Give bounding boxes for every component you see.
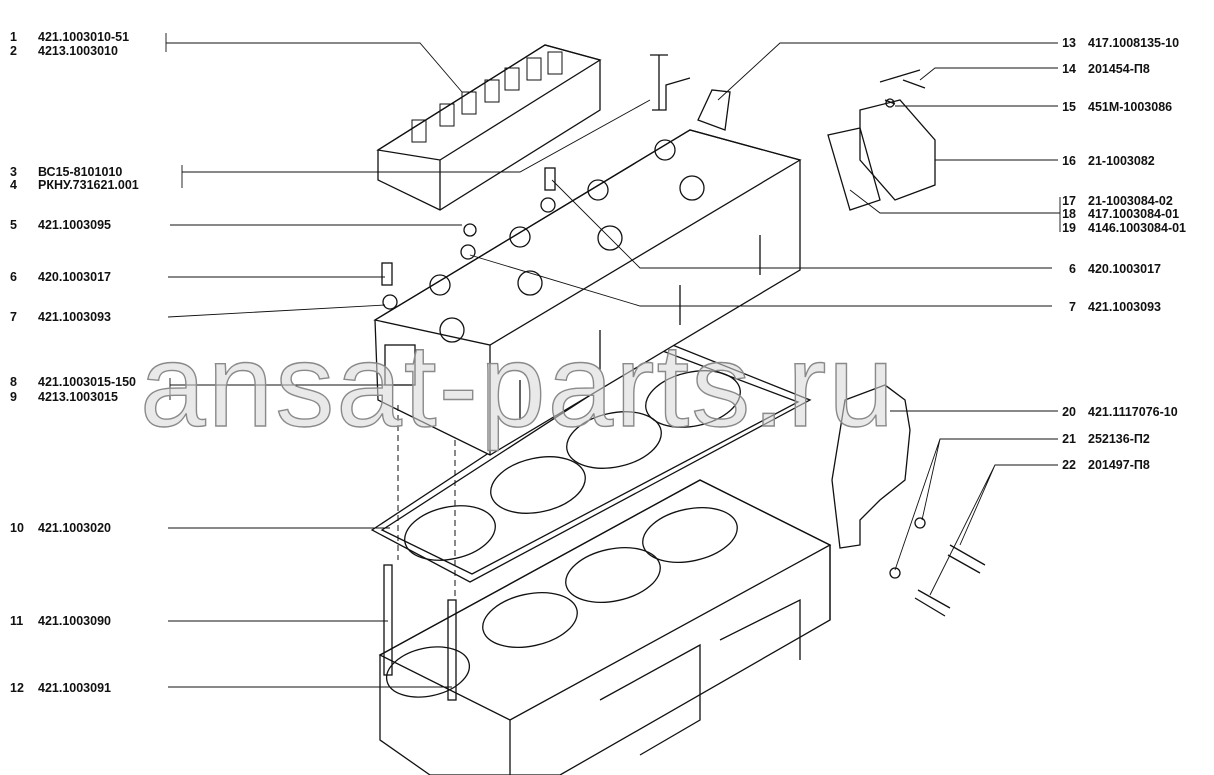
callout-left-2: 2 4213.1003010 [10, 44, 118, 58]
callout-right-4: 16 21-1003082 [1050, 154, 1155, 168]
callout-right-11: 21 252136-П2 [1050, 432, 1150, 446]
callout-left-7: 7 421.1003093 [10, 310, 111, 324]
part-number: 21-1003084-02 [1088, 194, 1173, 208]
callout-right-5: 17 21-1003084-02 [1050, 194, 1173, 208]
lifting-bracket [697, 89, 731, 131]
part-number: 421.1003095 [38, 218, 111, 232]
heater-tap [650, 54, 691, 111]
callout-number: 7 [10, 310, 17, 324]
part-number: 420.1003017 [38, 270, 111, 284]
callout-number: 10 [10, 521, 24, 535]
callout-left-1: 1 421.1003010-51 [10, 30, 129, 44]
callout-right-10: 20 421.1117076-10 [1050, 405, 1178, 419]
part-number: 421.1003091 [38, 681, 111, 695]
callout-number: 16 [1062, 154, 1076, 168]
part-number: 4213.1003010 [38, 44, 118, 58]
callout-number: 15 [1062, 100, 1076, 114]
part-number: 421.1117076-10 [1088, 405, 1178, 419]
part-number: 421.1003020 [38, 521, 111, 535]
callout-number: 18 [1062, 207, 1076, 221]
part-number: 420.1003017 [1088, 262, 1161, 276]
callout-number: 9 [10, 390, 17, 404]
callout-number: 6 [1069, 262, 1076, 276]
part-number: 21-1003082 [1088, 154, 1155, 168]
callout-number: 21 [1062, 432, 1076, 446]
part-number: 421.1003093 [1088, 300, 1161, 314]
part-number: 417.1008135-10 [1088, 36, 1180, 50]
callout-right-12: 22 201497-П8 [1050, 458, 1150, 472]
part-number: 201454-П8 [1088, 62, 1150, 76]
callout-number: 2 [10, 44, 17, 58]
callout-left-12: 12 421.1003091 [10, 681, 111, 695]
callout-number: 11 [10, 614, 24, 628]
callout-number: 22 [1062, 458, 1076, 472]
studs [381, 167, 556, 701]
callout-right-2: 14 201454-П8 [1050, 62, 1150, 76]
callout-number: 17 [1062, 194, 1076, 208]
part-number: 417.1003084-01 [1088, 207, 1180, 221]
callout-left-4: 4 РКНУ.731621.001 [10, 178, 139, 192]
callout-number: 6 [10, 270, 17, 284]
callout-number: 8 [10, 375, 17, 389]
callout-number: 7 [1069, 300, 1076, 314]
mounting-bracket [831, 384, 911, 549]
exhaust-flange [827, 69, 936, 211]
callout-right-7: 19 4146.1003084-01 [1050, 221, 1186, 235]
callout-left-9: 9 4213.1003015 [10, 390, 118, 404]
part-number: 252136-П2 [1088, 432, 1150, 446]
part-number: 421.1003090 [38, 614, 111, 628]
callout-left-8: 8 421.1003015-150 [10, 375, 136, 389]
cylinder-head [373, 129, 802, 456]
bolts [885, 79, 986, 617]
callout-left-3: 3 ВС15-8101010 [10, 165, 122, 179]
valve-cover-assembly [376, 44, 602, 211]
callout-number: 13 [1062, 36, 1076, 50]
callout-right-1: 13 417.1008135-10 [1050, 36, 1179, 50]
callout-number: 12 [10, 681, 24, 695]
part-number: 421.1003015-150 [38, 375, 137, 389]
part-number: 421.1003010-51 [38, 30, 130, 44]
callout-number: 5 [10, 218, 17, 232]
callout-left-10: 10 421.1003020 [10, 521, 111, 535]
part-number: 4146.1003084-01 [1088, 221, 1187, 235]
callout-right-9: 7 421.1003093 [1050, 300, 1161, 314]
leader-lines [165, 33, 1061, 688]
callout-right-8: 6 420.1003017 [1050, 262, 1161, 276]
cylinder-block [378, 479, 832, 775]
callout-number: 4 [10, 178, 17, 192]
callout-left-6: 6 420.1003017 [10, 270, 111, 284]
part-number: 4213.1003015 [38, 390, 118, 404]
callout-right-3: 15 451М-1003086 [1050, 100, 1172, 114]
callout-number: 19 [1062, 221, 1076, 235]
callout-right-6: 18 417.1003084-01 [1050, 207, 1179, 221]
callout-number: 14 [1062, 62, 1076, 76]
part-number: 421.1003093 [38, 310, 111, 324]
part-number: РКНУ.731621.001 [38, 178, 139, 192]
part-number: 201497-П8 [1088, 458, 1150, 472]
part-number: ВС15-8101010 [38, 165, 123, 179]
callout-number: 3 [10, 165, 17, 179]
callout-number: 20 [1062, 405, 1076, 419]
callout-left-5: 5 421.1003095 [10, 218, 111, 232]
callout-number: 1 [10, 30, 17, 44]
part-number: 451М-1003086 [1088, 100, 1173, 114]
callout-left-11: 11 421.1003090 [10, 614, 111, 628]
